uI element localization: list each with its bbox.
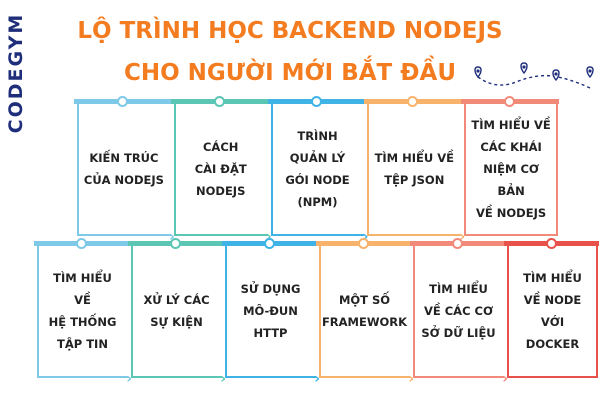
step-card-outline (225, 244, 316, 378)
roadmap-step-card: › XỬ LÝ CÁC SỰ KIỆN (131, 244, 226, 386)
timeline-node (407, 96, 419, 107)
step-card-outline (173, 102, 268, 236)
arrow-right-icon: › (265, 229, 272, 245)
timeline-node (213, 96, 225, 107)
timeline-node (545, 238, 557, 249)
roadmap-step-card: › MỘT SỐ FRAMEWORK (319, 244, 414, 386)
arrow-right-icon: › (314, 371, 320, 387)
location-pin-icon (520, 62, 528, 75)
logo-text: CODEGYM (5, 12, 27, 134)
roadmap-step-card: › TÌM HIỂU VỀ HỆ THỐNG TẬP TIN (37, 244, 132, 386)
step-card-outline (464, 102, 558, 236)
roadmap-step-card: › CÁCH CÀI ĐẶT NODEJS (173, 102, 272, 244)
roadmap-step-card: › SỬ DỤNG MÔ-ĐUN HTTP (225, 244, 320, 386)
step-label: TÌM HIỂU VỀ TỆP JSON (374, 151, 454, 187)
timeline-node (263, 238, 275, 249)
arrow-right-icon: › (408, 371, 414, 387)
step-label: TÌM HIỂU VỀ CÁC KHÁI NIỆM CƠ BẢN VỀ NODE… (471, 118, 551, 220)
page-title-line1: LỘ TRÌNH HỌC BACKEND NODEJS (77, 18, 503, 44)
step-label: TÌM HIỂU VỀ HỆ THỐNG TẬP TIN (48, 271, 117, 351)
timeline-node (357, 238, 369, 249)
step-card-outline (319, 244, 410, 378)
codegym-logo: CODEGYM (2, 13, 30, 134)
roadmap-step-card: TÌM HIỂU VỀ NODE VỚI DOCKER (507, 244, 598, 378)
roadmap-step-card: › TRÌNH QUẢN LÝ GÓI NODE (NPM) (270, 102, 368, 244)
location-pin-icon (474, 66, 482, 79)
step-label: TRÌNH QUẢN LÝ GÓI NODE (NPM) (285, 129, 350, 209)
arrow-right-icon: › (502, 371, 508, 387)
step-label: KIẾN TRÚC CỦA NODEJS (83, 151, 164, 187)
step-card-outline (507, 244, 598, 378)
arrow-right-icon: › (459, 229, 466, 245)
arrow-right-icon: › (169, 229, 175, 245)
step-label: SỬ DỤNG MÔ-ĐUN HTTP (240, 282, 301, 340)
roadmap-step-card: TÌM HIỂU VỀ CÁC KHÁI NIỆM CƠ BẢN VỀ NODE… (464, 102, 558, 236)
timeline-node (75, 238, 87, 249)
route-decoration (474, 62, 594, 89)
arrow-right-icon: › (362, 229, 369, 245)
step-label: MỘT SỐ FRAMEWORK (321, 293, 408, 329)
roadmap-step-card: › TÌM HIỂU VỀ CÁC CƠ SỞ DỮ LIỆU (413, 244, 508, 386)
step-card-outline (270, 102, 365, 236)
roadmap-step-card: › KIẾN TRÚC CỦA NODEJS (77, 102, 175, 244)
timeline-node (504, 96, 516, 107)
timeline-node (310, 96, 322, 107)
step-card-outline (367, 102, 462, 236)
step-card-outline (37, 244, 128, 378)
step-label: CÁCH CÀI ĐẶT NODEJS (194, 140, 247, 198)
step-label: XỬ LÝ CÁC SỰ KIỆN (143, 293, 210, 329)
step-card-outline (77, 102, 171, 236)
timeline-node (116, 96, 128, 107)
step-card-outline (413, 244, 504, 378)
timeline-node (451, 238, 463, 249)
location-pin-icon (586, 66, 594, 79)
location-pin-icon (552, 69, 560, 82)
step-label: TÌM HIỂU VỀ NODE VỚI DOCKER (523, 271, 582, 351)
timeline-node (169, 238, 181, 249)
step-card-outline (131, 244, 222, 378)
roadmap-step-card: › TÌM HIỂU VỀ TỆP JSON (367, 102, 465, 244)
arrow-right-icon: › (220, 371, 226, 387)
step-label: TÌM HIỂU VỀ CÁC CƠ SỞ DỮ LIỆU (421, 282, 496, 340)
page-title-line2: CHO NGƯỜI MỚI BẮT ĐẦU (123, 60, 456, 86)
arrow-right-icon: › (126, 371, 132, 387)
